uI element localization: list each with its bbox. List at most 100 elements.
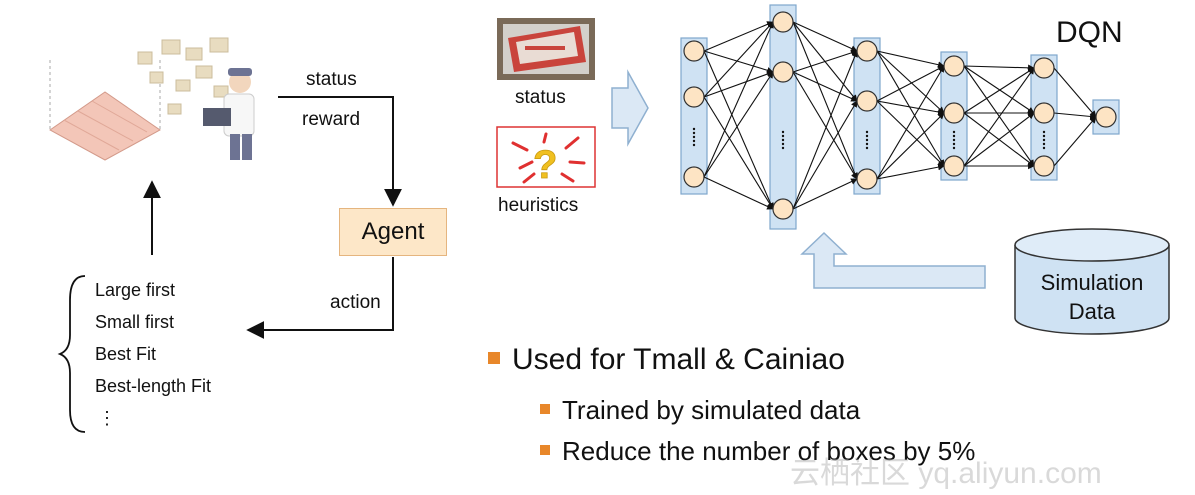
svg-text:?: ? bbox=[533, 143, 557, 187]
strategy-best-fit: Best Fit bbox=[95, 344, 157, 364]
nn-ellipsis-dot bbox=[1042, 138, 1046, 142]
nn-ellipsis-dot bbox=[692, 143, 696, 147]
nn-connection bbox=[876, 50, 945, 114]
nn-ellipsis-dot bbox=[1042, 130, 1046, 134]
nn-node bbox=[772, 61, 794, 83]
bullet-sub-2: Reduce the number of boxes by 5% bbox=[540, 436, 975, 467]
nn-ellipsis-dot bbox=[692, 131, 696, 135]
nn-ellipsis-dot bbox=[781, 146, 785, 150]
action-arrow bbox=[246, 257, 394, 339]
nn-connection bbox=[703, 50, 774, 210]
nn-connection bbox=[963, 65, 1035, 167]
nn-connection bbox=[876, 112, 945, 180]
nn-node bbox=[943, 155, 965, 177]
nn-connection bbox=[876, 65, 945, 180]
nn-ellipsis-dot bbox=[1042, 134, 1046, 138]
agent-box: Agent bbox=[339, 208, 447, 256]
strategy-more: ⋮ bbox=[98, 408, 116, 428]
action-label: action bbox=[330, 292, 381, 313]
bullet-square-icon bbox=[540, 445, 550, 456]
input-arrow bbox=[611, 69, 649, 147]
nn-connection bbox=[703, 70, 774, 98]
nn-connection bbox=[703, 21, 774, 52]
nn-connection bbox=[876, 50, 945, 167]
nn-connection bbox=[963, 67, 1035, 114]
nn-connection bbox=[792, 100, 858, 210]
strategy-best-length-fit: Best-length Fit bbox=[95, 376, 212, 396]
dqn-title: DQN bbox=[1056, 16, 1123, 49]
nn-connection bbox=[792, 71, 858, 180]
status-label: status bbox=[306, 69, 357, 90]
package-photo bbox=[497, 18, 595, 80]
nn-connection bbox=[1053, 67, 1097, 118]
nn-connection bbox=[703, 50, 774, 74]
nn-node bbox=[772, 198, 794, 220]
nn-ellipsis-dot bbox=[952, 142, 956, 146]
nn-connection bbox=[792, 49, 858, 73]
simulation-label-line1: Simulation bbox=[1040, 270, 1144, 295]
nn-ellipsis-dot bbox=[952, 138, 956, 142]
nn-connection bbox=[703, 176, 774, 210]
nn-ellipsis-dot bbox=[781, 142, 785, 146]
nn-ellipsis-dot bbox=[865, 146, 869, 150]
nn-layer-2 bbox=[853, 37, 881, 195]
heuristics-label: heuristics bbox=[498, 195, 579, 216]
nn-connection bbox=[963, 67, 1035, 167]
bullet-sub-1-text: Trained by simulated data bbox=[562, 395, 861, 425]
nn-ellipsis-dot bbox=[692, 135, 696, 139]
nn-ellipsis-dot bbox=[865, 138, 869, 142]
nn-connection bbox=[792, 21, 858, 180]
nn-connection bbox=[876, 100, 945, 167]
bullet-sub-2-text: Reduce the number of boxes by 5% bbox=[562, 436, 976, 466]
nn-node bbox=[683, 40, 705, 62]
nn-connection bbox=[876, 65, 945, 102]
nn-ellipsis-dot bbox=[692, 127, 696, 131]
nn-node bbox=[772, 11, 794, 33]
nn-node bbox=[1033, 155, 1055, 177]
strategy-large-first: Large first bbox=[95, 280, 176, 300]
nn-ellipsis-dot bbox=[865, 142, 869, 146]
nn-connection bbox=[792, 178, 858, 210]
nn-ellipsis-dot bbox=[781, 130, 785, 134]
nn-ellipsis-dot bbox=[952, 146, 956, 150]
status-reward-arrow bbox=[278, 96, 402, 207]
nn-layer-1 bbox=[769, 4, 797, 230]
nn-node bbox=[856, 168, 878, 190]
watermark: 云栖社区 yq.aliyun.com bbox=[790, 457, 1102, 490]
nn-ellipsis-dot bbox=[865, 130, 869, 134]
nn-ellipsis-dot bbox=[865, 134, 869, 138]
nn-connection bbox=[1053, 112, 1097, 120]
nn-node bbox=[683, 166, 705, 188]
nn-connection bbox=[792, 21, 858, 52]
nn-ellipsis-dot bbox=[692, 139, 696, 143]
nn-ellipsis-dot bbox=[1042, 142, 1046, 146]
bullet-main-text: Used for Tmall & Cainiao bbox=[512, 343, 845, 376]
nn-ellipsis-dot bbox=[1042, 146, 1046, 150]
nn-ellipsis-dot bbox=[952, 134, 956, 138]
nn-node bbox=[1033, 57, 1055, 79]
nn-connection bbox=[1053, 116, 1097, 167]
question-mark-icon: ? bbox=[496, 126, 596, 188]
training-feedback-arrow bbox=[800, 231, 986, 289]
strategy-small-first: Small first bbox=[95, 312, 175, 332]
nn-connection bbox=[792, 50, 858, 210]
nn-node bbox=[943, 55, 965, 77]
nn-node bbox=[856, 40, 878, 62]
nn-connection bbox=[703, 71, 774, 178]
nn-connection bbox=[703, 96, 774, 210]
bullet-square-icon bbox=[488, 352, 500, 365]
bullet-sub-1: Trained by simulated data bbox=[540, 395, 860, 426]
nn-ellipsis-dot bbox=[781, 138, 785, 142]
dqn-network bbox=[680, 4, 1120, 230]
nn-ellipsis-dot bbox=[781, 134, 785, 138]
nn-connection bbox=[963, 112, 1035, 167]
simulation-data-label: Simulation Data bbox=[1015, 268, 1169, 326]
simulation-data-cylinder bbox=[1014, 228, 1170, 335]
nn-connection bbox=[792, 71, 858, 102]
nn-connection bbox=[876, 163, 945, 180]
strategy-brace bbox=[57, 275, 86, 433]
warehouse-packing-illustration bbox=[49, 37, 255, 161]
nn-connection bbox=[963, 64, 1035, 72]
reward-label: reward bbox=[302, 109, 361, 130]
